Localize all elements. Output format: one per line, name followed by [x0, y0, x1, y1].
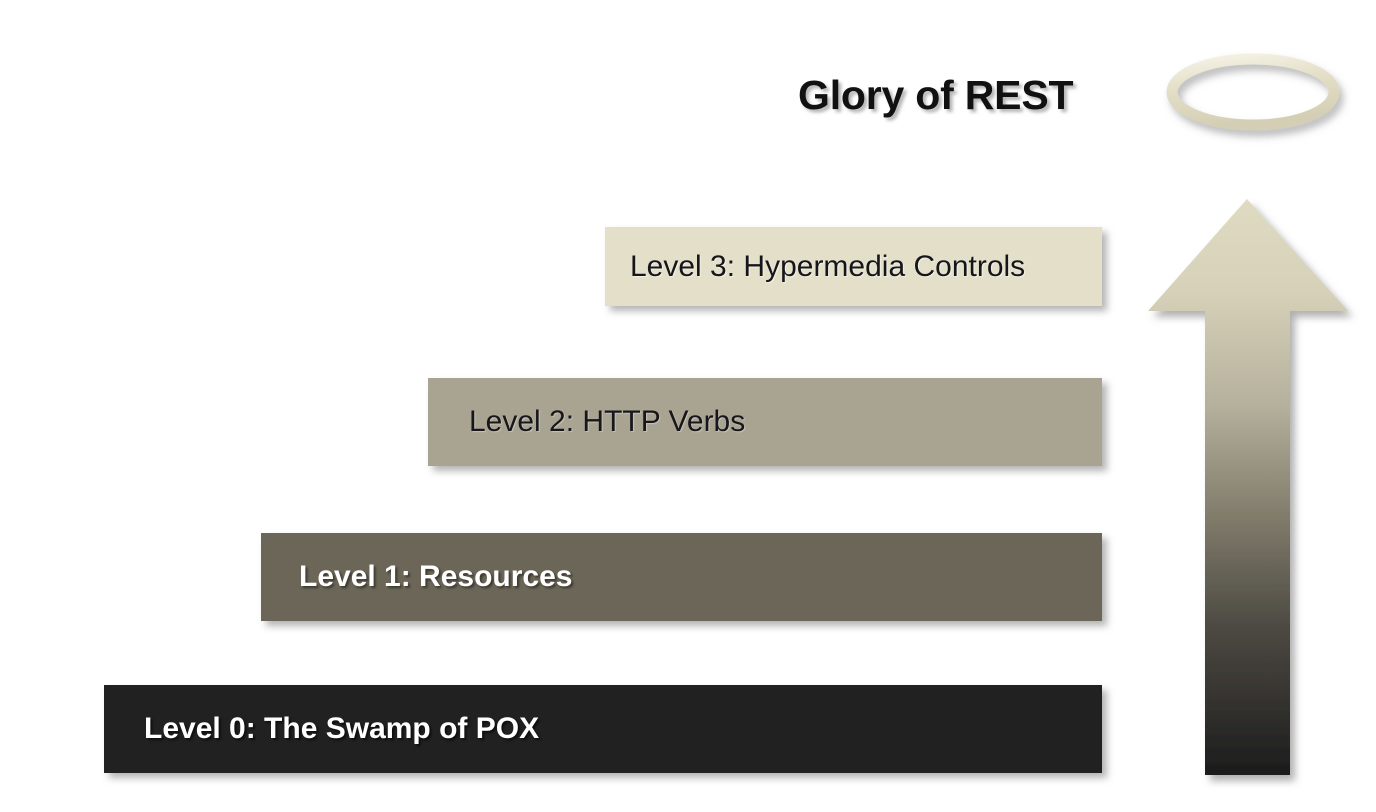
level-bar-level-0[interactable]: Level 0: The Swamp of POX	[104, 685, 1102, 773]
level-bar-label: Level 2: HTTP Verbs	[469, 405, 746, 438]
level-bar-label: Level 3: Hypermedia Controls	[630, 249, 1026, 283]
level-bar-level-1[interactable]: Level 1: Resources	[261, 533, 1102, 621]
halo-ring-icon	[1165, 52, 1341, 132]
page-title: Glory of REST	[798, 72, 1074, 118]
level-bar-level-2[interactable]: Level 2: HTTP Verbs	[428, 378, 1102, 466]
upward-arrow-icon	[1140, 192, 1358, 782]
level-bar-label: Level 1: Resources	[299, 560, 573, 593]
level-bar-label: Level 0: The Swamp of POX	[144, 712, 540, 745]
level-bar-level-3[interactable]: Level 3: Hypermedia Controls	[605, 227, 1102, 306]
